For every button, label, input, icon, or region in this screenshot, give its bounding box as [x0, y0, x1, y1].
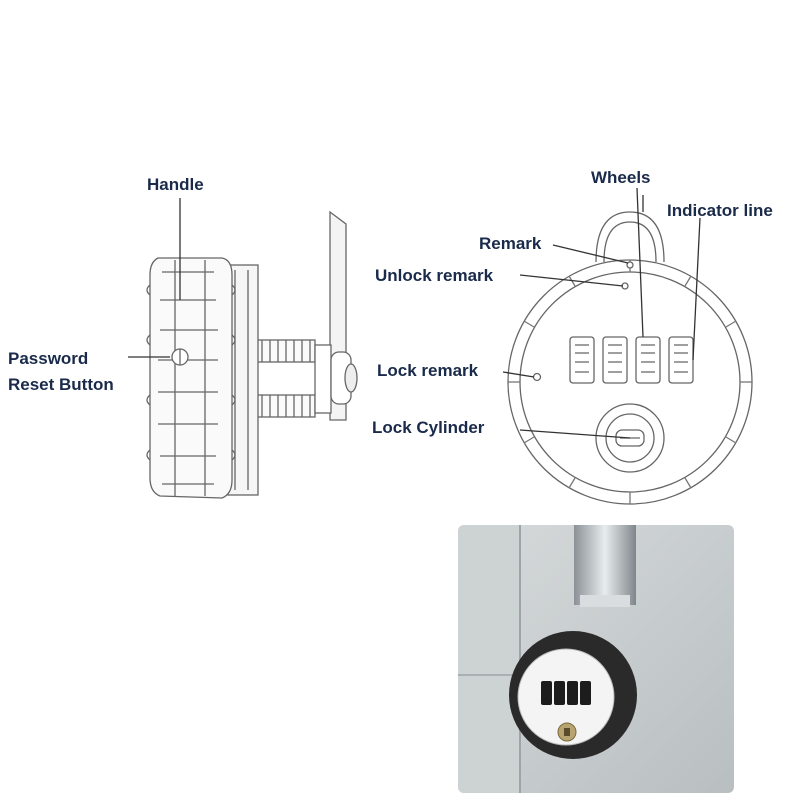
handle-label: Handle [147, 175, 204, 194]
wheels-label: Wheels [591, 168, 651, 187]
password-reset-label-line1: Password [8, 349, 89, 368]
top-lug [595, 211, 665, 263]
handle-knob [149, 257, 233, 499]
lock-remark-label: Lock remark [377, 361, 479, 380]
lock-cylinder-label: Lock Cylinder [372, 418, 485, 437]
combination-lock-photo [458, 525, 734, 793]
indicator-line-label: Indicator line [667, 201, 773, 220]
unlock-remark-label: Unlock remark [375, 266, 494, 285]
wheels-graphic [569, 336, 694, 384]
rear-body [227, 264, 259, 496]
remark-label: Remark [479, 234, 542, 253]
threaded-shaft [254, 339, 358, 418]
photo-illustration [458, 525, 734, 793]
password-reset-label-line2: Reset Button [8, 375, 114, 394]
